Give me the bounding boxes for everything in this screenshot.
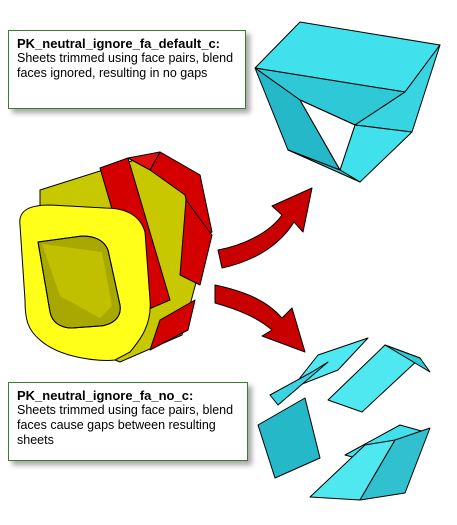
callout-no-title: PK_neutral_ignore_fa_no_c:: [17, 388, 194, 403]
callout-default-body: Sheets trimmed using face pairs, blend f…: [17, 51, 234, 80]
callout-default-option: PK_neutral_ignore_fa_default_c: Sheets t…: [8, 30, 246, 109]
trimmed-sheets-with-gaps: [257, 337, 431, 501]
arrow-to-bottom-result: [214, 284, 306, 353]
arrow-to-top-result: [217, 187, 313, 269]
callout-no-body: Sheets trimmed using face pairs, blend f…: [17, 403, 234, 447]
callout-default-title: PK_neutral_ignore_fa_default_c:: [17, 36, 221, 51]
hollow-solid-body: [19, 151, 213, 363]
trimmed-sheets-no-gaps: [254, 21, 441, 183]
callout-no-option: PK_neutral_ignore_fa_no_c: Sheets trimme…: [8, 382, 248, 461]
